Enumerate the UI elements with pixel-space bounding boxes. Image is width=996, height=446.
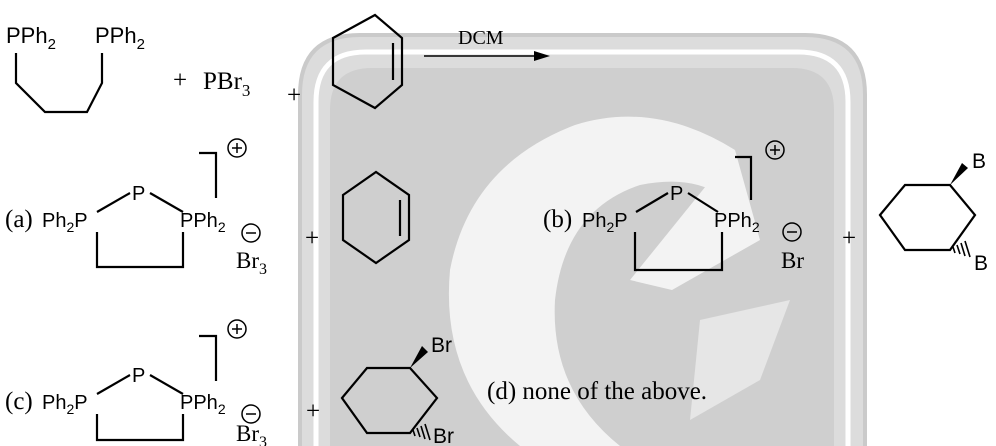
left-phosphine-label: PPh2 [6,23,56,53]
bromide-anion: Br [781,248,804,273]
positive-charge-icon [765,140,785,160]
reaction-arrow [424,51,550,61]
phosphonium-center: PPh2 [714,210,760,235]
ethylene-bridge [95,414,185,442]
diphenylphosphino-left: Ph2P [42,392,88,417]
reagent-pbr3: PBr3 [203,68,250,100]
bond [687,192,719,213]
ethylene-bridge [633,232,724,272]
central-phosphorus: P [670,183,683,205]
negative-charge-icon [241,223,261,243]
solvent-label: DCM [458,27,504,49]
central-phosphorus: P [132,183,145,205]
wedge-bond [950,163,968,185]
option-label: (a) [5,206,33,233]
ethylene-bridge [95,232,185,269]
wedge-bond [410,346,428,368]
complex-bracket [199,334,218,381]
option-d: (d) none of the above. [487,378,707,405]
right-phosphine-label: PPh2 [95,23,145,53]
reactant-diphosphine: PPh2 PPh2 [6,23,145,114]
bond [96,192,131,213]
option-a: (a) Ph2P P PPh2 Br3 + [5,138,411,278]
tribromide-anion: Br3 [236,248,267,278]
phosphonium-center: PPh2 [180,392,226,417]
option-c: (c) Ph2P P PPh2 Br3 + Br [5,319,454,446]
option-label: (b) [543,206,572,233]
plus-sign: + [287,82,301,109]
reactant-cyclohexene [331,13,404,110]
central-phosphorus: P [132,365,145,387]
substituent-bottom: B [974,252,988,275]
phosphonium-center: PPh2 [180,210,226,235]
cyclohexene-product [341,170,411,265]
propane-chain-bonds [14,53,104,114]
substituent-bottom: Br [433,425,454,446]
dibromocyclohexane-c [340,346,439,441]
option-b: (b) Ph2P P PPh2 Br + B [543,140,988,275]
plus-sign: + [306,398,320,425]
plus-sign: + [173,67,187,94]
bond [149,374,184,395]
watermark-logo [298,33,867,446]
tribromide-anion: Br3 [236,421,267,446]
positive-charge-icon [227,138,247,158]
diphenylphosphino-left: Ph2P [42,210,88,235]
bond [149,192,184,213]
negative-charge-icon [241,404,261,424]
substituent-top: B [972,150,986,173]
plus-sign: + [842,225,856,252]
complex-bracket [735,155,753,200]
bond [96,374,131,395]
plus-sign: + [305,225,319,252]
dibromocyclohexane-b [878,163,977,258]
positive-charge-icon [227,319,247,339]
negative-charge-icon [782,222,802,242]
hashed-bond [952,240,971,258]
bond [635,192,669,213]
diphenylphosphino-left: Ph2P [582,210,628,235]
complex-bracket [199,151,218,198]
option-label: (c) [5,388,33,415]
substituent-top: Br [431,334,452,357]
hashed-bond [412,423,431,441]
